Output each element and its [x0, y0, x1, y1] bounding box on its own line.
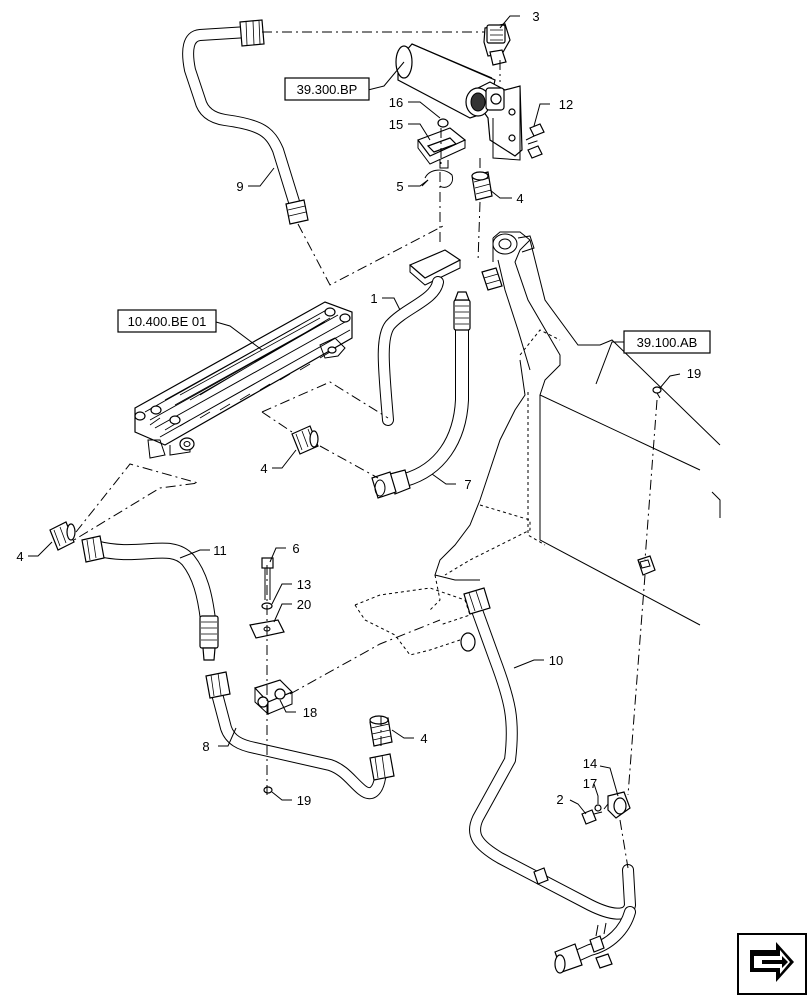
callout-4-middle: 4	[260, 461, 267, 476]
callout-4-upper: 4	[516, 191, 523, 206]
callout-17: 17	[583, 776, 597, 791]
part-4-fitting-middle	[291, 425, 319, 455]
part-3-elbow-fitting	[483, 23, 511, 66]
part-17-washer	[594, 804, 602, 812]
callout-7: 7	[464, 477, 471, 492]
hose-end-fitting	[481, 267, 503, 291]
leader-lines	[28, 15, 681, 815]
callout-11: 11	[213, 543, 227, 558]
callout-3: 3	[532, 9, 539, 24]
part-9-tube	[182, 19, 309, 225]
ref-filter-label: 39.300.BP	[297, 82, 358, 97]
callout-2: 2	[556, 792, 563, 807]
part-18-clamp-block	[253, 679, 294, 716]
part-4-fitting-left	[49, 521, 76, 551]
part-4-fitting-upper	[471, 171, 493, 201]
ref-box-cooler	[117, 309, 217, 333]
callout-16: 16	[389, 95, 403, 110]
part-14-clamp	[607, 791, 631, 819]
callout-13: 13	[297, 577, 311, 592]
callout-14: 14	[583, 756, 597, 771]
callout-4-lower: 4	[420, 731, 427, 746]
callout-4-left: 4	[16, 549, 23, 564]
frame-bracket	[637, 555, 656, 576]
part-7-hose	[371, 291, 471, 499]
callout-12: 12	[559, 97, 573, 112]
part-12-bolt	[525, 123, 545, 159]
assembly-lines	[73, 31, 658, 869]
reference-boxes: 39.300.BP 10.400.BE 01 39.100.AB	[117, 77, 711, 354]
callout-19-upper: 19	[687, 366, 701, 381]
callout-1: 1	[370, 291, 377, 306]
part-19-nut-lower	[263, 786, 273, 794]
ref-frame-label: 39.100.AB	[637, 335, 698, 350]
callout-10: 10	[549, 653, 563, 668]
callout-20: 20	[297, 597, 311, 612]
next-page-arrow-icon[interactable]	[737, 933, 807, 995]
part-1-hose	[377, 249, 462, 426]
part-11-hose	[81, 535, 219, 661]
part-8-tube	[205, 671, 395, 800]
callout-15: 15	[389, 117, 403, 132]
part-10-tube	[463, 587, 636, 974]
callout-5: 5	[396, 179, 403, 194]
callout-9: 9	[236, 179, 243, 194]
oil-cooler	[134, 301, 353, 459]
callout-labels: 3 12 16 15 5 4 1 9 7 4 4 11 6 13 20 18 8…	[16, 9, 701, 808]
part-19-nut-upper	[652, 386, 662, 399]
ref-box-frame	[623, 330, 711, 354]
callout-8: 8	[202, 739, 209, 754]
part-5-clip	[421, 169, 454, 188]
callout-6: 6	[292, 541, 299, 556]
callout-18: 18	[303, 705, 317, 720]
callout-19-lower: 19	[297, 793, 311, 808]
hydraulic-filter	[395, 43, 523, 161]
frame-outline	[354, 231, 721, 656]
ref-cooler-label: 10.400.BE 01	[128, 314, 207, 329]
ref-box-filter	[284, 77, 370, 101]
